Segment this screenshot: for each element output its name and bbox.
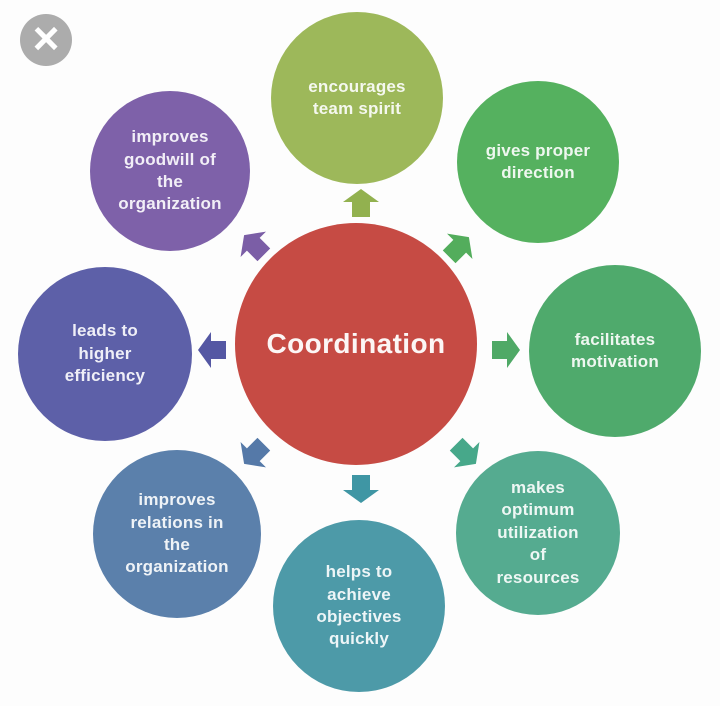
node-label: encourages team spirit [308,76,406,118]
arrow-right-icon [492,332,520,368]
node-improves-goodwill-of-organization: improves goodwill of the organization [90,91,250,251]
node-gives-proper-direction: gives proper direction [457,81,619,243]
node-label: gives proper direction [485,140,591,182]
node-label: helps to achieve objectives quickly [316,562,402,649]
arrow-down-icon [343,475,379,503]
arrow-up-left-icon [240,231,271,262]
node-encourages-team-spirit: encourages team spirit [271,12,443,184]
node-facilitates-motivation: facilitates motivation [529,265,701,437]
close-button[interactable]: × [20,14,72,66]
arrow-up-icon [343,189,379,217]
node-optimum-utilization-of-resources: makes optimum utilization of resources [456,451,620,615]
node-label: facilitates motivation [571,329,659,371]
arrow-left-icon [198,332,226,368]
node-improves-relations-in-organization: improves relations in the organization [93,450,261,618]
center-node-label: Coordination [266,328,446,359]
node-label: makes optimum utilization of resources [496,477,580,587]
node-achieve-objectives-quickly: helps to achieve objectives quickly [273,520,445,692]
arrow-down-right-icon [449,437,480,468]
arrow-up-right-icon [442,233,473,264]
node-label: improves relations in the organization [125,490,229,577]
center-node-coordination: Coordination [235,223,477,465]
close-icon: × [32,12,60,64]
node-label: leads to higher efficiency [64,321,146,386]
node-leads-to-higher-efficiency: leads to higher efficiency [18,267,192,441]
arrow-down-left-icon [240,437,271,468]
node-label: improves goodwill of the organization [118,127,222,214]
